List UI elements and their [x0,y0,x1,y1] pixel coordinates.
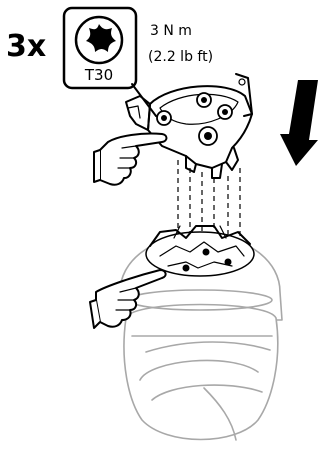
screw-hole [218,105,232,119]
screw-hole [199,127,217,145]
torque-metric: 3 N m [150,23,192,39]
arrow-down-icon [280,80,318,166]
torx-icon [76,17,122,63]
camera-mount-plate [146,226,254,276]
quantity-label: 3x [6,29,46,64]
bit-size-label: T30 [84,66,113,84]
screw-hole [197,93,211,107]
hand-pointing-icon [94,133,167,184]
screw-hole [157,111,171,125]
mounting-bracket [126,74,252,178]
torx-tool-badge: T30 [64,8,136,88]
torque-imperial: (2.2 lb ft) [148,49,213,65]
